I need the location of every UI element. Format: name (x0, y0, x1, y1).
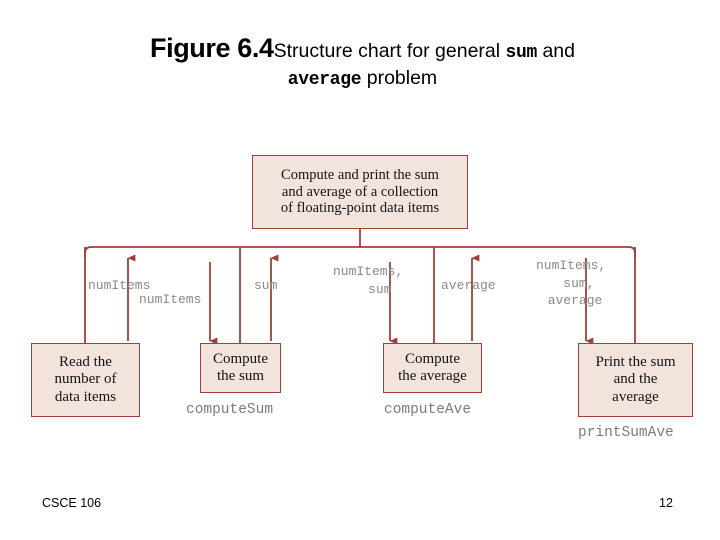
node-sum-line-1: Compute (213, 350, 268, 367)
flow-label-numitems-down: numItems (139, 292, 202, 307)
module-name-computesum: computeSum (186, 402, 274, 418)
node-sum-line-2: the sum (216, 368, 265, 384)
module-name-printsumave: printSumAve (578, 425, 674, 441)
node-read-line-3: data items (54, 388, 117, 405)
node-print-line-2: and the (613, 371, 658, 388)
node-compute-the-average[interactable]: Compute the average (383, 343, 482, 393)
node-print-the-sum-and-the-average[interactable]: Print the sum and the average (578, 343, 693, 417)
title-line-1: Figure 6.4Structure chart for general su… (40, 33, 685, 63)
node-root-line-2: and average of a collection (281, 183, 439, 200)
page-title: Figure 6.4Structure chart for general su… (40, 33, 685, 91)
caption-code-sum: sum (505, 43, 538, 63)
flow-label-numitems-up: numItems (88, 278, 151, 293)
node-compute-the-sum[interactable]: Compute the sum (200, 343, 281, 393)
flow-label-average-up: average (441, 278, 496, 293)
flow-label-all-three-down: numItems, sum, average (536, 258, 607, 309)
footer-course-label: CSCE 106 (42, 496, 102, 510)
node-read-number-of-data-items[interactable]: Read the number of data items (31, 343, 140, 417)
node-read-line-1: Read the (59, 353, 112, 370)
node-root-line-1: Compute and print the sum (281, 166, 439, 183)
footer-page-number: 12 (659, 496, 673, 510)
caption-code-average: average (287, 70, 362, 91)
module-name-computeave: computeAve (384, 402, 472, 418)
caption-text-3: problem (361, 67, 438, 90)
flow-label-sum-up: sum (254, 278, 278, 293)
node-ave-line-1: Compute (404, 350, 460, 367)
figure-number: Figure 6.4 (150, 33, 274, 63)
node-root-line-3: of floating-point data items (280, 200, 440, 217)
node-print-line-3: average (612, 388, 659, 405)
node-ave-line-2: the average (398, 368, 467, 384)
caption-text-1: Structure chart for general (273, 40, 506, 62)
node-read-line-2: number of (54, 371, 117, 388)
title-line-2: average problem (40, 67, 685, 91)
caption-text-2: and (537, 40, 575, 62)
flow-label-numitems-sum-down: numItems, sum (333, 264, 404, 297)
node-root-module[interactable]: Compute and print the sum and average of… (252, 155, 468, 229)
node-print-line-1: Print the sum (595, 353, 676, 370)
